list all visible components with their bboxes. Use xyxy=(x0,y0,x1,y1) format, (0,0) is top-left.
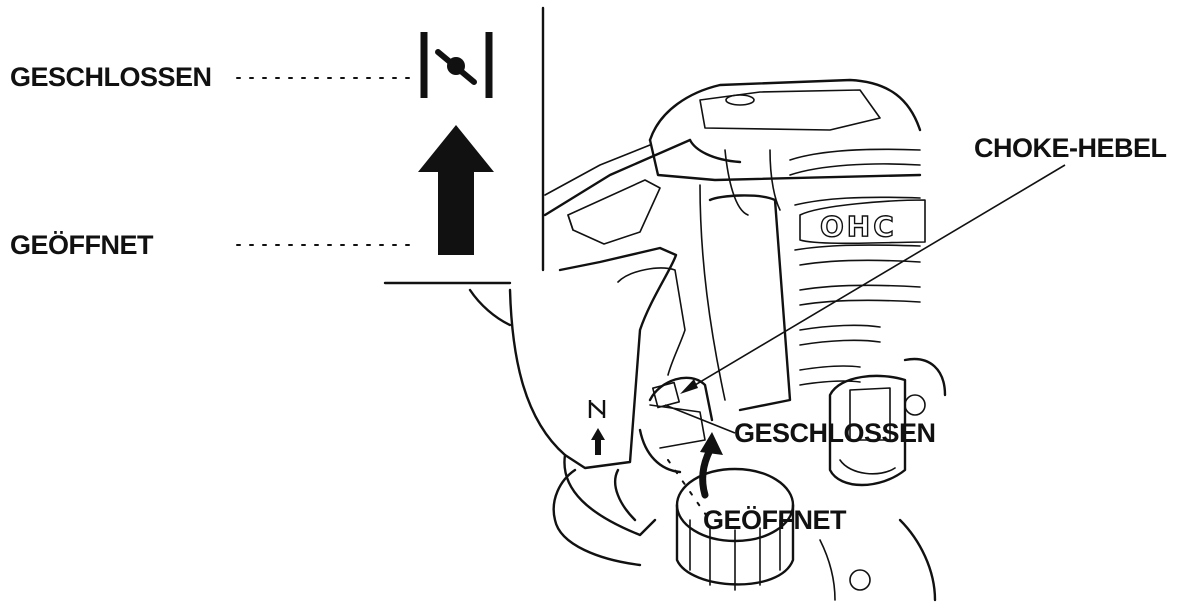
label-open-top: GEÖFFNET xyxy=(10,230,154,260)
choke-lever-leader-arrowhead xyxy=(680,379,698,394)
up-arrow-icon xyxy=(418,125,494,255)
label-open-bottom: GEÖFFNET xyxy=(703,505,847,535)
lever-motion-arrow-shaft xyxy=(699,446,714,499)
label-closed-top: GESCHLOSSEN xyxy=(10,62,212,92)
handle-housing xyxy=(468,138,692,537)
handle-small-symbols xyxy=(588,400,606,455)
carburetor-area xyxy=(552,376,714,567)
label-closed-bottom: GESCHLOSSEN xyxy=(734,418,936,448)
closed-bottom-leader xyxy=(664,404,736,434)
ohc-emblem: OHC xyxy=(799,199,926,245)
engine-right-parts xyxy=(819,357,947,602)
engine-cover xyxy=(648,78,922,182)
label-choke-lever: CHOKE-HEBEL xyxy=(974,133,1167,163)
lever-motion-arrow-icon xyxy=(700,432,723,455)
ohc-text: OHC xyxy=(820,210,897,243)
fuel-cap xyxy=(675,467,795,591)
choke-lever-leader xyxy=(689,164,1066,389)
choke-closed-icon xyxy=(420,32,493,98)
cooling-fins xyxy=(699,148,921,412)
open-bottom-leader xyxy=(667,459,707,516)
